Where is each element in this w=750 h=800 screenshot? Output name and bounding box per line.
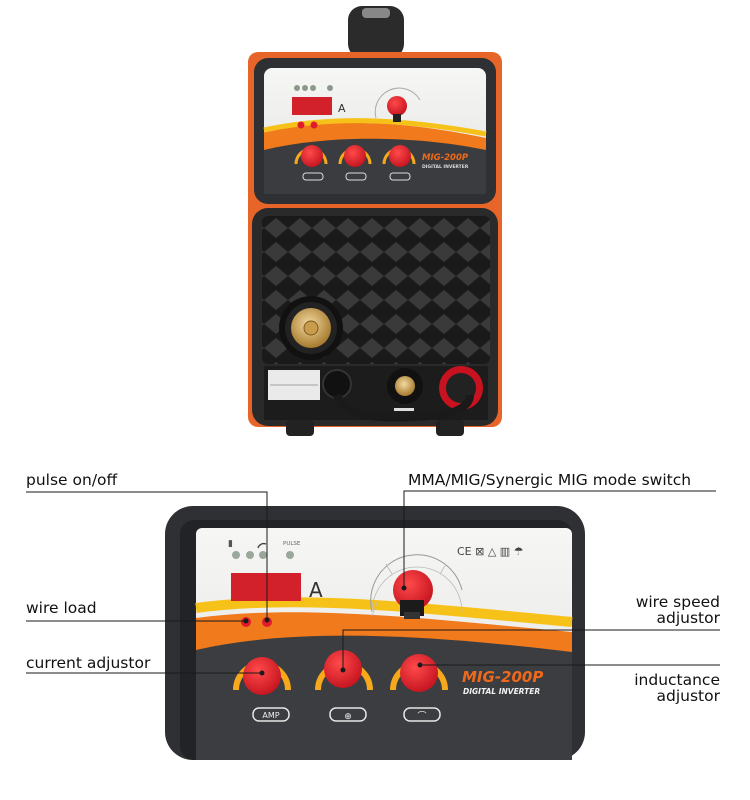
callout-current: current adjustor — [26, 654, 151, 672]
callout-mode-switch: MMA/MIG/Synergic MIG mode switch — [408, 471, 692, 489]
inductance-label: ⌒ — [417, 711, 426, 722]
amperage-display — [231, 573, 301, 601]
swoosh-yellow — [195, 597, 573, 627]
callout-wire-speed-line1: wire speed — [635, 593, 720, 611]
top-current-knob — [301, 145, 323, 167]
top-display — [292, 97, 332, 115]
indicator-led-2 — [246, 551, 254, 559]
indicator-led-3 — [259, 551, 267, 559]
subtitle-label: DIGITAL INVERTER — [463, 687, 540, 696]
cert-icons: CE ⊠ △ ▥ ☂ — [457, 545, 524, 558]
polarity-terminal — [322, 369, 352, 399]
top-subtitle-label: DIGITAL INVERTER — [422, 164, 469, 170]
inductance-label-plate — [403, 707, 441, 722]
inductance-knob[interactable] — [400, 654, 438, 692]
wire-speed-label: ⊕ — [344, 712, 352, 722]
welder-front-view: A MIG-200P DIGITAL INVERTER — [248, 6, 502, 436]
amp-label-plate — [252, 707, 290, 722]
display-unit: A — [309, 578, 323, 602]
negative-terminal — [395, 376, 415, 396]
callout-inductance-line1: inductance — [634, 671, 720, 689]
control-panel-closeup: ▮ PULSE A CE ⊠ △ ▥ ☂ AMP — [165, 506, 585, 760]
top-display-unit: A — [338, 102, 346, 115]
top-model-label: MIG-200P — [422, 153, 469, 163]
callout-wire-speed-line2: adjustor — [656, 609, 720, 627]
current-adjustor-knob[interactable] — [243, 657, 281, 695]
amp-label: AMP — [262, 711, 279, 720]
carry-handle — [348, 6, 404, 58]
leader-lines — [26, 490, 720, 676]
indicator-led-pulse — [286, 551, 294, 559]
top-mode-switch — [387, 96, 407, 116]
leader-wire-speed — [342, 629, 720, 670]
leader-mode-switch — [403, 490, 716, 588]
svg-text:▮: ▮ — [228, 539, 233, 549]
indicator-led-1 — [232, 551, 240, 559]
wire-speed-label-plate — [329, 707, 367, 722]
model-label: MIG-200P — [462, 668, 543, 686]
callout-wire-load: wire load — [26, 599, 97, 617]
pulse-indicator-label: PULSE — [283, 541, 301, 547]
top-wire-speed-knob — [344, 145, 366, 167]
dark-lower-area — [196, 635, 572, 760]
top-inductance-knob — [389, 145, 411, 167]
leader-pulse — [26, 491, 268, 620]
callout-inductance-line2: adjustor — [656, 687, 720, 705]
callout-pulse: pulse on/off — [26, 471, 118, 489]
